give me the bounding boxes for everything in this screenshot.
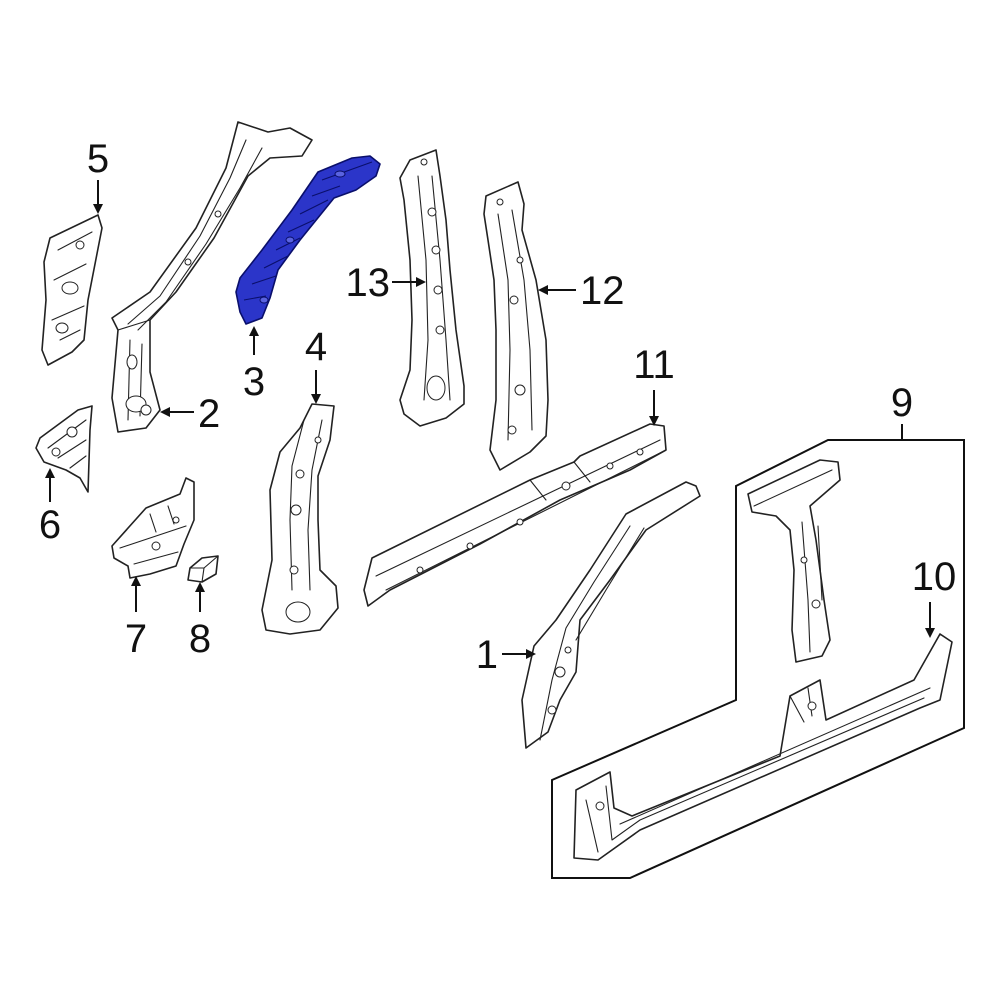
part-11-rocker-reinforcement[interactable] xyxy=(363,423,667,607)
part-9-assembly-box xyxy=(551,439,965,879)
callout-1: 1 xyxy=(476,633,498,677)
part-8-block[interactable] xyxy=(187,555,219,583)
callout-13: 13 xyxy=(346,261,391,305)
callout-12: 12 xyxy=(580,269,625,313)
part-13-center-pillar-inner[interactable] xyxy=(399,149,465,427)
callout-7: 7 xyxy=(125,617,147,661)
callout-2: 2 xyxy=(198,392,220,436)
callout-8: 8 xyxy=(189,617,211,661)
part-9-rocker-panel[interactable] xyxy=(573,633,953,861)
part-5-bracket[interactable] xyxy=(41,214,103,366)
part-12-center-pillar-outer[interactable] xyxy=(483,181,549,471)
part-2-front-pillar[interactable] xyxy=(111,121,313,433)
callout-9: 9 xyxy=(891,381,913,425)
callout-3: 3 xyxy=(243,360,265,404)
callout-4: 4 xyxy=(305,325,327,369)
part-4-center-pillar[interactable] xyxy=(261,403,339,635)
part-1-front-pillar-outer[interactable] xyxy=(521,481,701,749)
callout-11: 11 xyxy=(633,343,675,387)
part-3-reinforcement[interactable] xyxy=(235,155,381,325)
callout-6: 6 xyxy=(39,503,61,547)
part-6-bracket[interactable] xyxy=(35,405,93,493)
part-9-center-pillar-panel[interactable] xyxy=(747,459,841,663)
callout-labels: 5 2 3 4 6 7 8 13 12 11 1 9 10 xyxy=(39,137,956,677)
callout-10: 10 xyxy=(912,555,957,599)
part-7-bracket[interactable] xyxy=(111,477,195,579)
callout-5: 5 xyxy=(87,137,109,181)
leader-lines xyxy=(45,180,935,659)
